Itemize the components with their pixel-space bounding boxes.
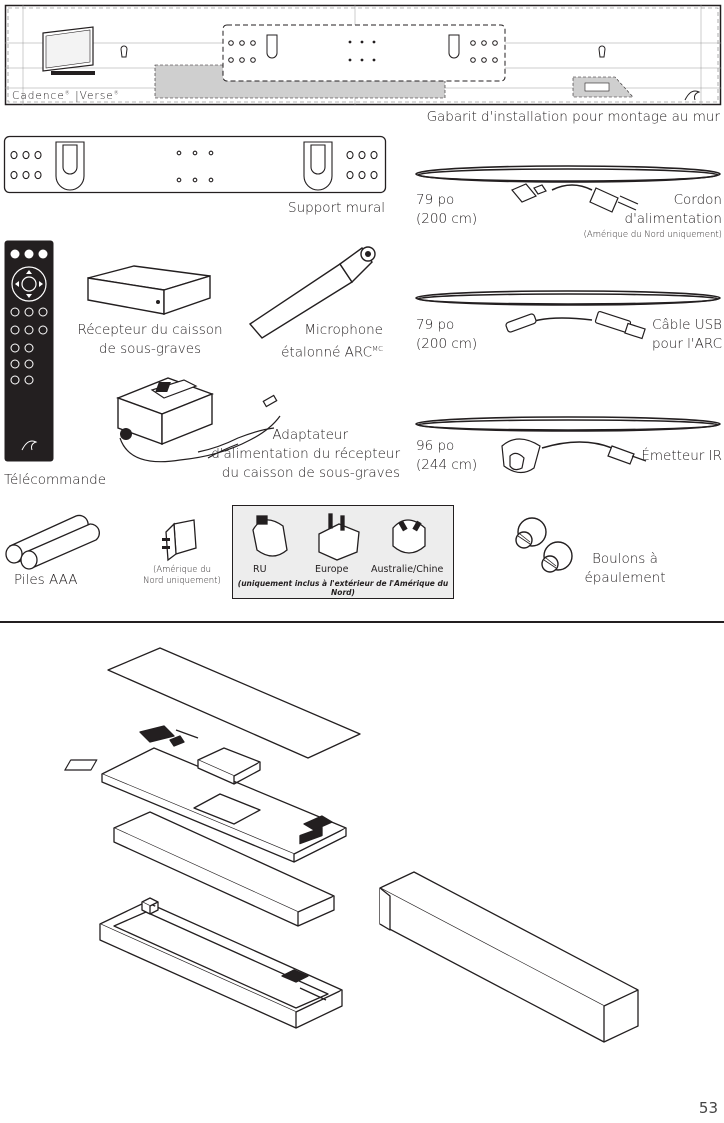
power-length-po: 79 po <box>416 192 455 208</box>
power-note: (Amérique du Nord uniquement) <box>583 230 722 240</box>
plug-uk-label: RU <box>253 564 267 575</box>
microphone-line-2-wrap: étalonné ARCMC <box>240 339 383 363</box>
usb-length-po: 79 po <box>416 317 455 333</box>
brand-name: Cadence <box>12 90 65 102</box>
plugs-note: (uniquement inclus à l'extérieur de l'Am… <box>237 579 449 597</box>
adapter-line-2: d'alimentation du récepteur <box>211 446 400 462</box>
power-label-2: d'alimentation <box>624 211 723 227</box>
bolts-line-1: Boulons à <box>592 551 658 567</box>
adapter-line-3: du caisson de sous-graves <box>221 465 400 481</box>
wall-mount <box>3 135 387 194</box>
power-cord-illustration <box>412 160 724 245</box>
usb-cable-illustration <box>412 286 724 346</box>
installation-template: Cadence® |Verse® <box>4 4 722 106</box>
microphone-trademark: MC <box>372 345 383 353</box>
na-plug-line-1: (Amérique du <box>153 565 211 575</box>
wall-mount-caption: Support mural <box>288 200 385 216</box>
template-caption: Gabarit d'installation pour montage au m… <box>426 109 720 125</box>
batteries-caption: Piles AAA <box>14 572 78 588</box>
section-divider <box>0 621 724 623</box>
usb-length-cm: (200 cm) <box>416 336 478 352</box>
remote-control <box>4 240 54 462</box>
na-plug-icon <box>162 518 202 564</box>
microphone-illustration <box>244 242 384 342</box>
na-plug-line-2: Nord uniquement) <box>143 576 221 586</box>
plug-eu-label: Europe <box>315 564 349 575</box>
adapter-line-1: Adaptateur <box>272 427 348 443</box>
microphone-line-1: Microphone <box>304 322 383 338</box>
international-plugs-panel: RU Europe Australie/Chine (uniquement in… <box>232 505 454 599</box>
brand-name-2: Verse <box>79 90 114 102</box>
power-adapter-illustration <box>108 368 298 468</box>
power-label-1: Cordon <box>673 192 722 208</box>
remote-caption: Télécommande <box>4 472 107 488</box>
microphone-line-2: étalonné ARC <box>281 344 373 361</box>
bolts-line-2: épaulement <box>584 570 666 586</box>
usb-label-1: Câble USB <box>652 317 722 333</box>
aaa-batteries-illustration <box>2 512 100 570</box>
subwoofer-receiver-illustration <box>84 258 214 318</box>
subwoofer-receiver-line-1: Récepteur du caisson <box>77 322 223 338</box>
ir-label: Émetteur IR <box>641 448 722 464</box>
power-length-cm: (200 cm) <box>416 211 478 227</box>
ir-emitter-illustration <box>412 412 724 482</box>
shoulder-bolts-illustration <box>510 512 584 580</box>
subwoofer-receiver-line-2: de sous-graves <box>98 341 202 357</box>
ir-length-po: 96 po <box>416 438 455 454</box>
usb-label-2: pour l'ARC <box>651 336 722 352</box>
page-number: 53 <box>698 1099 718 1117</box>
packaging-exploded-view <box>64 640 670 1060</box>
ir-length-cm: (244 cm) <box>416 457 478 473</box>
plug-au-label: Australie/Chine <box>371 564 444 575</box>
